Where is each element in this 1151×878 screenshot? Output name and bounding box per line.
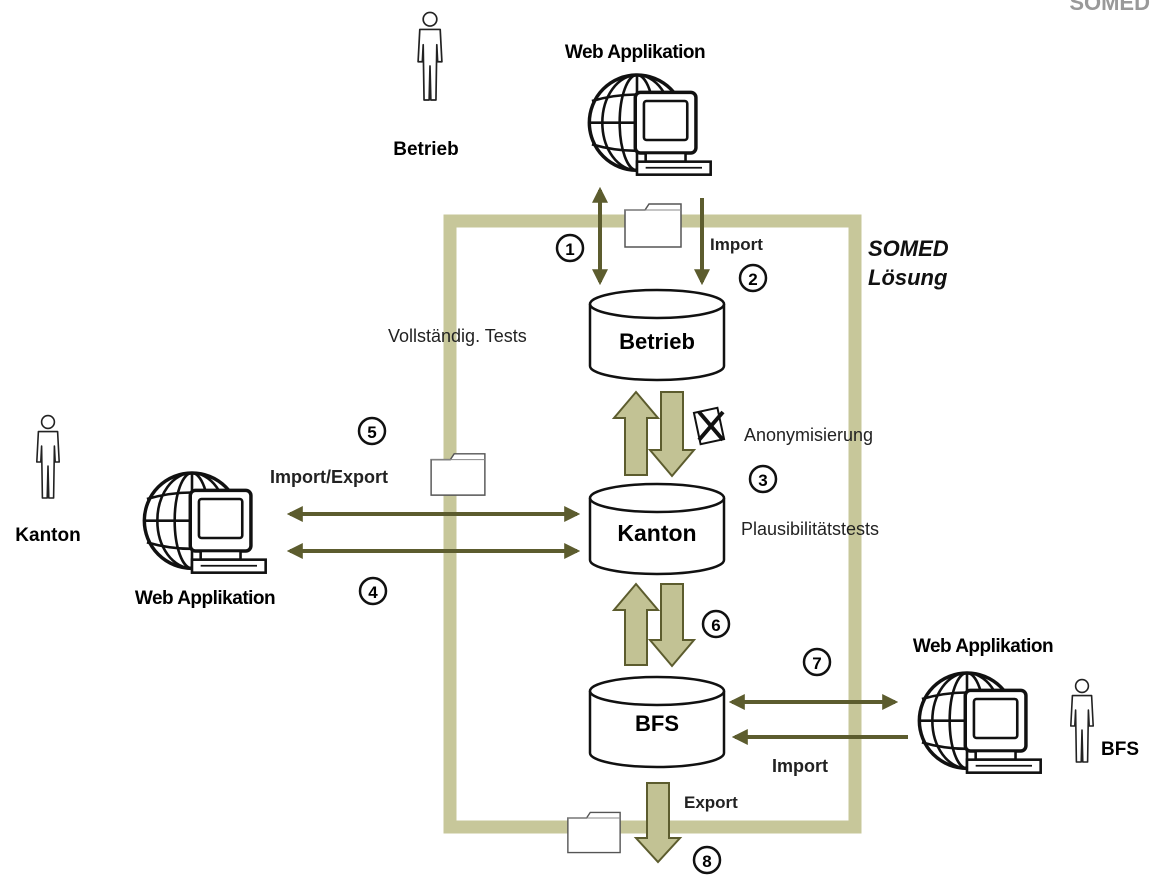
svg-text:8: 8 (702, 852, 711, 871)
svg-text:5: 5 (367, 423, 376, 442)
label-vollstaendig: Vollständig. Tests (388, 326, 527, 346)
database-betrieb: Betrieb (588, 288, 726, 382)
block-arrow-down (647, 583, 697, 668)
step-marker: 1 (555, 233, 585, 263)
svg-text:4: 4 (368, 583, 378, 602)
actor-betrieb-label: Betrieb (393, 139, 458, 160)
anonymisierung-icon (692, 406, 726, 446)
label-somed: SOMED (868, 236, 949, 261)
step-marker: 5 (357, 416, 387, 446)
step-marker: 8 (692, 845, 722, 875)
block-arrow-up (611, 390, 661, 476)
globe-computer-icon (587, 73, 713, 177)
database-bfs-label: BFS (635, 711, 679, 736)
actor-kanton-label: Kanton (15, 525, 80, 546)
label-plausibilitaet: Plausibilitätstests (741, 519, 879, 539)
step-marker: 7 (802, 647, 832, 677)
folder-icon (430, 453, 486, 496)
database-kanton: Kanton (588, 482, 726, 576)
label-export: Export (684, 793, 738, 812)
globe-computer-icon (142, 471, 268, 575)
svg-text:1: 1 (565, 240, 574, 259)
block-arrow-up (611, 582, 661, 666)
person-icon (1069, 678, 1095, 764)
label-loesung: Lösung (868, 265, 948, 290)
step-marker: 6 (701, 609, 731, 639)
web-app-right-label: Web Applikation (913, 636, 1053, 657)
database-betrieb-label: Betrieb (619, 329, 695, 354)
svg-text:7: 7 (812, 654, 821, 673)
step-marker: 3 (748, 464, 778, 494)
corner-text: SOMED (1069, 0, 1150, 15)
svg-text:6: 6 (711, 616, 720, 635)
person-icon (35, 414, 61, 499)
person-icon (417, 11, 443, 101)
svg-text:2: 2 (748, 270, 757, 289)
folder-icon (624, 203, 682, 248)
label-import-top: Import (710, 235, 763, 254)
folder-icon (567, 811, 621, 854)
step-marker: 4 (358, 576, 388, 606)
database-kanton-label: Kanton (617, 520, 696, 546)
block-arrow-export (633, 782, 683, 864)
svg-text:3: 3 (758, 471, 767, 490)
actor-bfs-label: BFS (1101, 739, 1139, 760)
web-app-top-label: Web Applikation (565, 42, 705, 63)
step-marker: 2 (738, 263, 768, 293)
web-app-left-label: Web Applikation (135, 588, 275, 609)
database-bfs: BFS (588, 675, 726, 769)
label-anonymisierung: Anonymisierung (744, 425, 873, 445)
label-import-bfs: Import (772, 756, 828, 776)
globe-computer-icon (917, 671, 1043, 775)
block-arrow-down (647, 391, 697, 478)
label-import-export: Import/Export (270, 467, 388, 487)
